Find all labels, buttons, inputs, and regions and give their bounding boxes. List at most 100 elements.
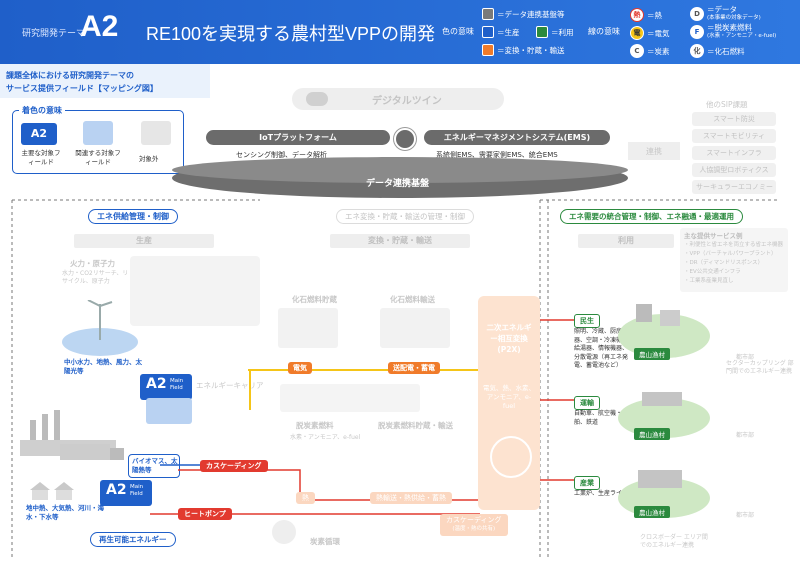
ems-pill: エネルギーマネジメントシステム(EMS): [424, 130, 610, 145]
supply-mgmt-label: エネ供給管理・制御: [88, 209, 178, 224]
carbon-cycle-label: 炭素循環: [310, 537, 340, 546]
legend-line-heading: 線の意味: [588, 27, 620, 36]
theme-label: 研究開発テーマ: [22, 29, 86, 39]
fire-plant-illustration: [130, 256, 260, 326]
related-field-swatch: [83, 121, 113, 145]
carbon-icon: C: [630, 44, 644, 58]
energy-carrier-label: エネルギーキャリア: [196, 381, 264, 390]
legend-line-heat: 熱＝熱: [630, 8, 662, 22]
sip-item: スマートモビリティ: [692, 129, 776, 143]
cascading-share-chip: カスケーディング(温度・熱の共有): [440, 514, 508, 536]
fire-nuclear-sub: 水力・CO2リサーチ、リサイクル、原子力: [62, 270, 129, 285]
electricity-chip: 電気: [288, 362, 312, 374]
outside-field-swatch: [141, 121, 171, 145]
electric-icon: 電: [630, 26, 644, 40]
industry-list: 工業炉、生産ライン: [574, 490, 629, 497]
city-label: 都市部: [736, 432, 755, 439]
fossil-store-label: 化石燃料貯蔵: [292, 295, 337, 304]
cascading-label: カスケーディング: [200, 460, 268, 472]
small-hydro-label: 中小水力、地熱、風力、太陽光等: [64, 358, 142, 375]
legend: 色の意味 ＝データ連携基盤等 ＝生産 ＝利用 ＝変換・貯蔵・輸送 線の意味 熱＝…: [442, 4, 794, 60]
village-livelihood-illustration: [618, 304, 710, 358]
blue-square-icon: [482, 26, 494, 38]
database-icon: [394, 128, 416, 150]
legend-line-fossil: 化＝化石燃料: [690, 44, 745, 58]
sip-item: 人協調型ロボティクス: [692, 163, 776, 177]
main-field-badge: A2 Main Field: [140, 374, 192, 400]
band-line2: サービス提供フィールド【マッピング図】: [6, 84, 158, 93]
cross-border-label: クロスボーダー エリア間でのエネルギー連携: [640, 534, 708, 549]
solar-panel-illustration: [146, 398, 192, 424]
sip-title: 他のSIP課題: [706, 100, 748, 109]
production-header: 生産: [74, 234, 214, 248]
color-meaning-box: 着色の意味 A2 主要な対象フィールド 関連する対象フィールド 対象外: [12, 105, 184, 174]
data-base-label: データ連携基盤: [366, 179, 430, 189]
geothermal-label: 地中熱、大気熱、河川・海水・下水等: [26, 504, 104, 521]
cloud-icon: [306, 92, 328, 106]
wind-solar-island-illustration: [62, 300, 138, 356]
ems-sub: 系統側EMS、需要家側EMS、統合EMS: [436, 151, 558, 159]
service-box: 主な提供サービス例 ・利便性と省エネを両立する省エネ機器 ・VPP（バーチャルパ…: [680, 228, 788, 292]
legend-line-carbon: C＝炭素: [630, 44, 670, 58]
conversion-header: 変換・貯蔵・輸送: [330, 234, 470, 248]
village-label: 農山漁村: [634, 348, 670, 360]
heat-transport-chip: 熱輸送・熱供給・蓄熱: [370, 492, 452, 504]
header-bar: 研究開発テーマ A2 RE100を実現する農村型VPPの開発 色の意味 ＝データ…: [0, 0, 800, 64]
digital-twin-pill: デジタルツイン: [292, 88, 504, 110]
legend-item-conversion: ＝変換・貯蔵・輸送: [482, 44, 565, 56]
link-arrow: [628, 142, 680, 160]
page-title: RE100を実現する農村型VPPの開発: [146, 24, 436, 44]
power-dist-chip: 送配電・蓄電: [388, 362, 440, 374]
fossil-transport-label: 化石燃料輸送: [390, 295, 435, 304]
fossil-storage-illustration: [278, 308, 338, 348]
data-base-platform: [172, 157, 628, 198]
digital-twin-label: デジタルツイン: [372, 96, 442, 107]
village-label: 農山漁村: [634, 506, 670, 518]
band-line1: 課題全体における研究開発テーマの: [6, 71, 134, 80]
industry-chip: 産業: [574, 476, 600, 490]
legend-item-production: ＝生産: [482, 26, 520, 38]
p2x-cycle-icon: [490, 436, 532, 478]
orange-square-icon: [482, 44, 494, 56]
transport-chip: 運輸: [574, 396, 600, 410]
heat-icon: 熱: [630, 8, 644, 22]
legend-line-data: D＝データ(本事業の対象データ): [690, 6, 761, 22]
fuel-icon: F: [690, 25, 704, 39]
use-header: 利用: [578, 234, 674, 248]
main-field-badge: A2 Main Field: [100, 480, 152, 506]
sip-item: サーキュラーエコノミー: [692, 180, 776, 194]
gray-square-icon: [482, 8, 494, 20]
theme-code: A2: [80, 10, 119, 43]
biomass-box: バイオマス、太陽熱等: [128, 454, 180, 478]
main-field-label: 主要な対象フィールド: [21, 149, 61, 166]
decarbon-fuel-sub: 水素・アンモニア、e-fuel: [290, 434, 361, 441]
livelihood-chip: 民生: [574, 314, 600, 328]
legend-line-decarbon-fuel: F＝脱炭素燃料(水素・アンモニア・e-fuel): [690, 24, 776, 40]
convert-mgmt-label: エネ変換・貯蔵・輸送の管理・制御: [336, 209, 474, 224]
main-field-badge: A2: [21, 123, 57, 145]
iot-sub: センシング制御、データ解析: [236, 151, 327, 159]
fire-nuclear-label: 火力・原子力: [70, 259, 115, 268]
fossil-transport-illustration: [380, 308, 450, 348]
legend-color-heading: 色の意味: [442, 27, 474, 36]
related-field-label: 関連する対象フィールド: [75, 149, 121, 166]
houses-illustration: [30, 482, 74, 500]
demand-mgmt-label: エネ需要の統合管理・制御、エネ融通・最適運用: [560, 209, 743, 224]
co2-icon: [272, 520, 296, 544]
iot-platform-pill: IoTプラットフォーム: [206, 130, 390, 145]
decarbon-fuel-label: 脱炭素燃料: [296, 421, 334, 430]
data-icon: D: [690, 7, 704, 21]
legend-item-data: ＝データ連携基盤等: [482, 8, 565, 20]
legend-line-electric: 電＝電気: [630, 26, 670, 40]
fossil-icon: 化: [690, 44, 704, 58]
city-label: 都市部: [736, 512, 755, 519]
green-square-icon: [536, 26, 548, 38]
heat-pump-label: ヒートポンプ: [178, 508, 232, 520]
p2x-sub: 電気、熱、水素、アンモニア、e-fuel: [483, 384, 535, 410]
legend-item-use: ＝利用: [536, 26, 574, 38]
transport-list: 自動車、航空機・船舶、鉄道: [574, 410, 629, 426]
sector-coupling-label: セクターカップリング 部門間でのエネルギー連携: [726, 360, 794, 375]
sip-item: スマート防災: [692, 112, 776, 126]
outside-field-label: 対象外: [139, 155, 159, 163]
